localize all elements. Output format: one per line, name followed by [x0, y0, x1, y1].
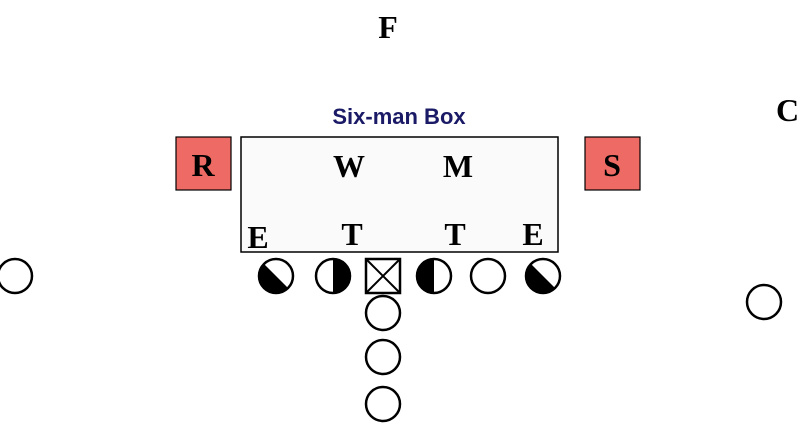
left-end-player [257, 257, 295, 295]
free-safety-label: F [378, 9, 398, 45]
fullback-circle [364, 338, 402, 376]
right-tackle-label: T [444, 216, 465, 252]
center-player [364, 257, 402, 295]
receiver-left-circle [0, 257, 34, 295]
right-end-label: E [522, 216, 543, 252]
left-guard-player [314, 257, 352, 295]
mike-linebacker-label: M [443, 148, 473, 184]
right-end-player [524, 257, 562, 295]
corner-right-label: C [776, 92, 799, 128]
right-guard-player [415, 257, 453, 295]
right-tackle-player [469, 257, 507, 295]
rover-square [175, 136, 232, 191]
strong-safety-label: S [603, 147, 621, 183]
quarterback-circle [364, 294, 402, 332]
strong-safety-square [584, 136, 641, 191]
six-man-box [240, 136, 559, 253]
tailback-circle [364, 385, 402, 423]
weak-linebacker-label: W [333, 148, 365, 184]
rover-label: R [191, 147, 215, 183]
left-end-label: E [247, 219, 268, 255]
receiver-right-circle [745, 283, 783, 321]
left-tackle-label: T [341, 216, 362, 252]
box-title: Six-man Box [332, 104, 466, 129]
